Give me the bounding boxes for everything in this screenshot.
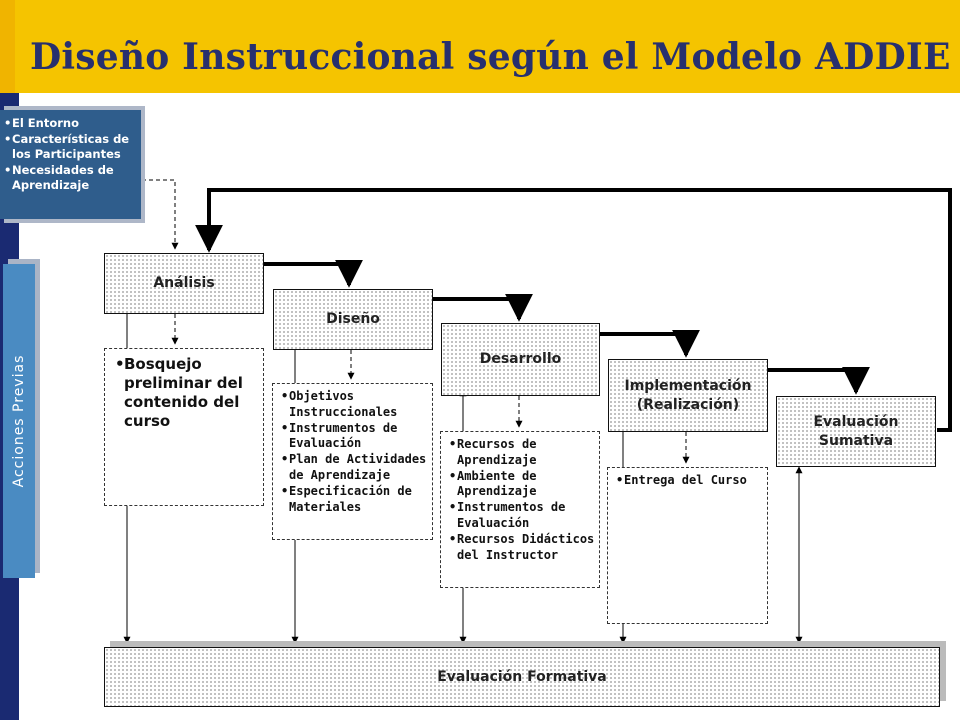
phase-analisis-label: Análisis (153, 275, 215, 291)
entorno-box: El Entorno Características de los Partic… (0, 110, 141, 219)
page-title: Diseño Instruccional según el Modelo ADD… (30, 36, 951, 78)
phase-implementacion-label: Implementación (Realización) (624, 377, 752, 413)
phase-diseno-label: Diseño (326, 311, 380, 327)
detail-diseno-item: Especificación de Materiales (281, 484, 428, 516)
phase-evaluacion-sumativa: Evaluación Sumativa (776, 396, 936, 467)
entorno-item: Características de los Participantes (4, 132, 137, 163)
detail-desarrollo-item: Recursos de Aprendizaje (449, 437, 595, 469)
step-arrow-desarrollo-implementacion (599, 329, 700, 358)
detail-analisis-list: Bosquejo preliminar del contenido del cu… (115, 355, 257, 431)
detail-implementacion-list: Entrega del Curso (616, 473, 763, 489)
phase-analisis: Análisis (104, 253, 264, 314)
detail-desarrollo-item: Ambiente de Aprendizaje (449, 469, 595, 501)
acciones-previas-label: Acciones Previas (11, 354, 27, 488)
detail-diseno-list: Objetivos Instruccionales Instrumentos d… (281, 389, 428, 515)
phase-desarrollo-label: Desarrollo (479, 351, 562, 367)
evaluacion-formativa-label: Evaluación Formativa (437, 669, 607, 685)
detail-diseno: Objetivos Instruccionales Instrumentos d… (272, 383, 433, 540)
header-band (0, 0, 960, 93)
phase-diseno: Diseño (273, 289, 433, 350)
detail-diseno-item: Objetivos Instruccionales (281, 389, 428, 421)
detail-diseno-item: Instrumentos de Evaluación (281, 421, 428, 453)
detail-diseno-item: Plan de Actividades de Aprendizaje (281, 452, 428, 484)
header-accent (0, 0, 15, 93)
phase-desarrollo: Desarrollo (441, 323, 600, 396)
detail-analisis: Bosquejo preliminar del contenido del cu… (104, 348, 264, 506)
acciones-previas-box: Acciones Previas (3, 264, 35, 578)
detail-implementacion: Entrega del Curso (607, 467, 768, 624)
step-arrow-diseno-desarrollo (432, 293, 533, 322)
detail-analisis-item: Bosquejo preliminar del contenido del cu… (115, 355, 257, 431)
detail-desarrollo-item: Instrumentos de Evaluación (449, 500, 595, 532)
detail-desarrollo-item: Recursos Didácticos del Instructor (449, 532, 595, 564)
phase-implementacion: Implementación (Realización) (608, 359, 768, 432)
feedback-loop-line (195, 188, 952, 432)
entorno-to-analisis-line (142, 179, 179, 250)
phase-evaluacion-sumativa-label: Evaluación Sumativa (813, 413, 899, 449)
detail-desarrollo: Recursos de Aprendizaje Ambiente de Apre… (440, 431, 600, 588)
evaluacion-formativa-box: Evaluación Formativa (104, 647, 940, 707)
entorno-item: Necesidades de Aprendizaje (4, 163, 137, 194)
entorno-item: El Entorno (4, 116, 137, 132)
entorno-list: El Entorno Características de los Partic… (4, 116, 137, 194)
detail-implementacion-item: Entrega del Curso (616, 473, 763, 489)
step-arrow-implementacion-evaluacion (767, 366, 870, 395)
step-arrow-analisis-diseno (264, 259, 363, 288)
detail-desarrollo-list: Recursos de Aprendizaje Ambiente de Apre… (449, 437, 595, 563)
